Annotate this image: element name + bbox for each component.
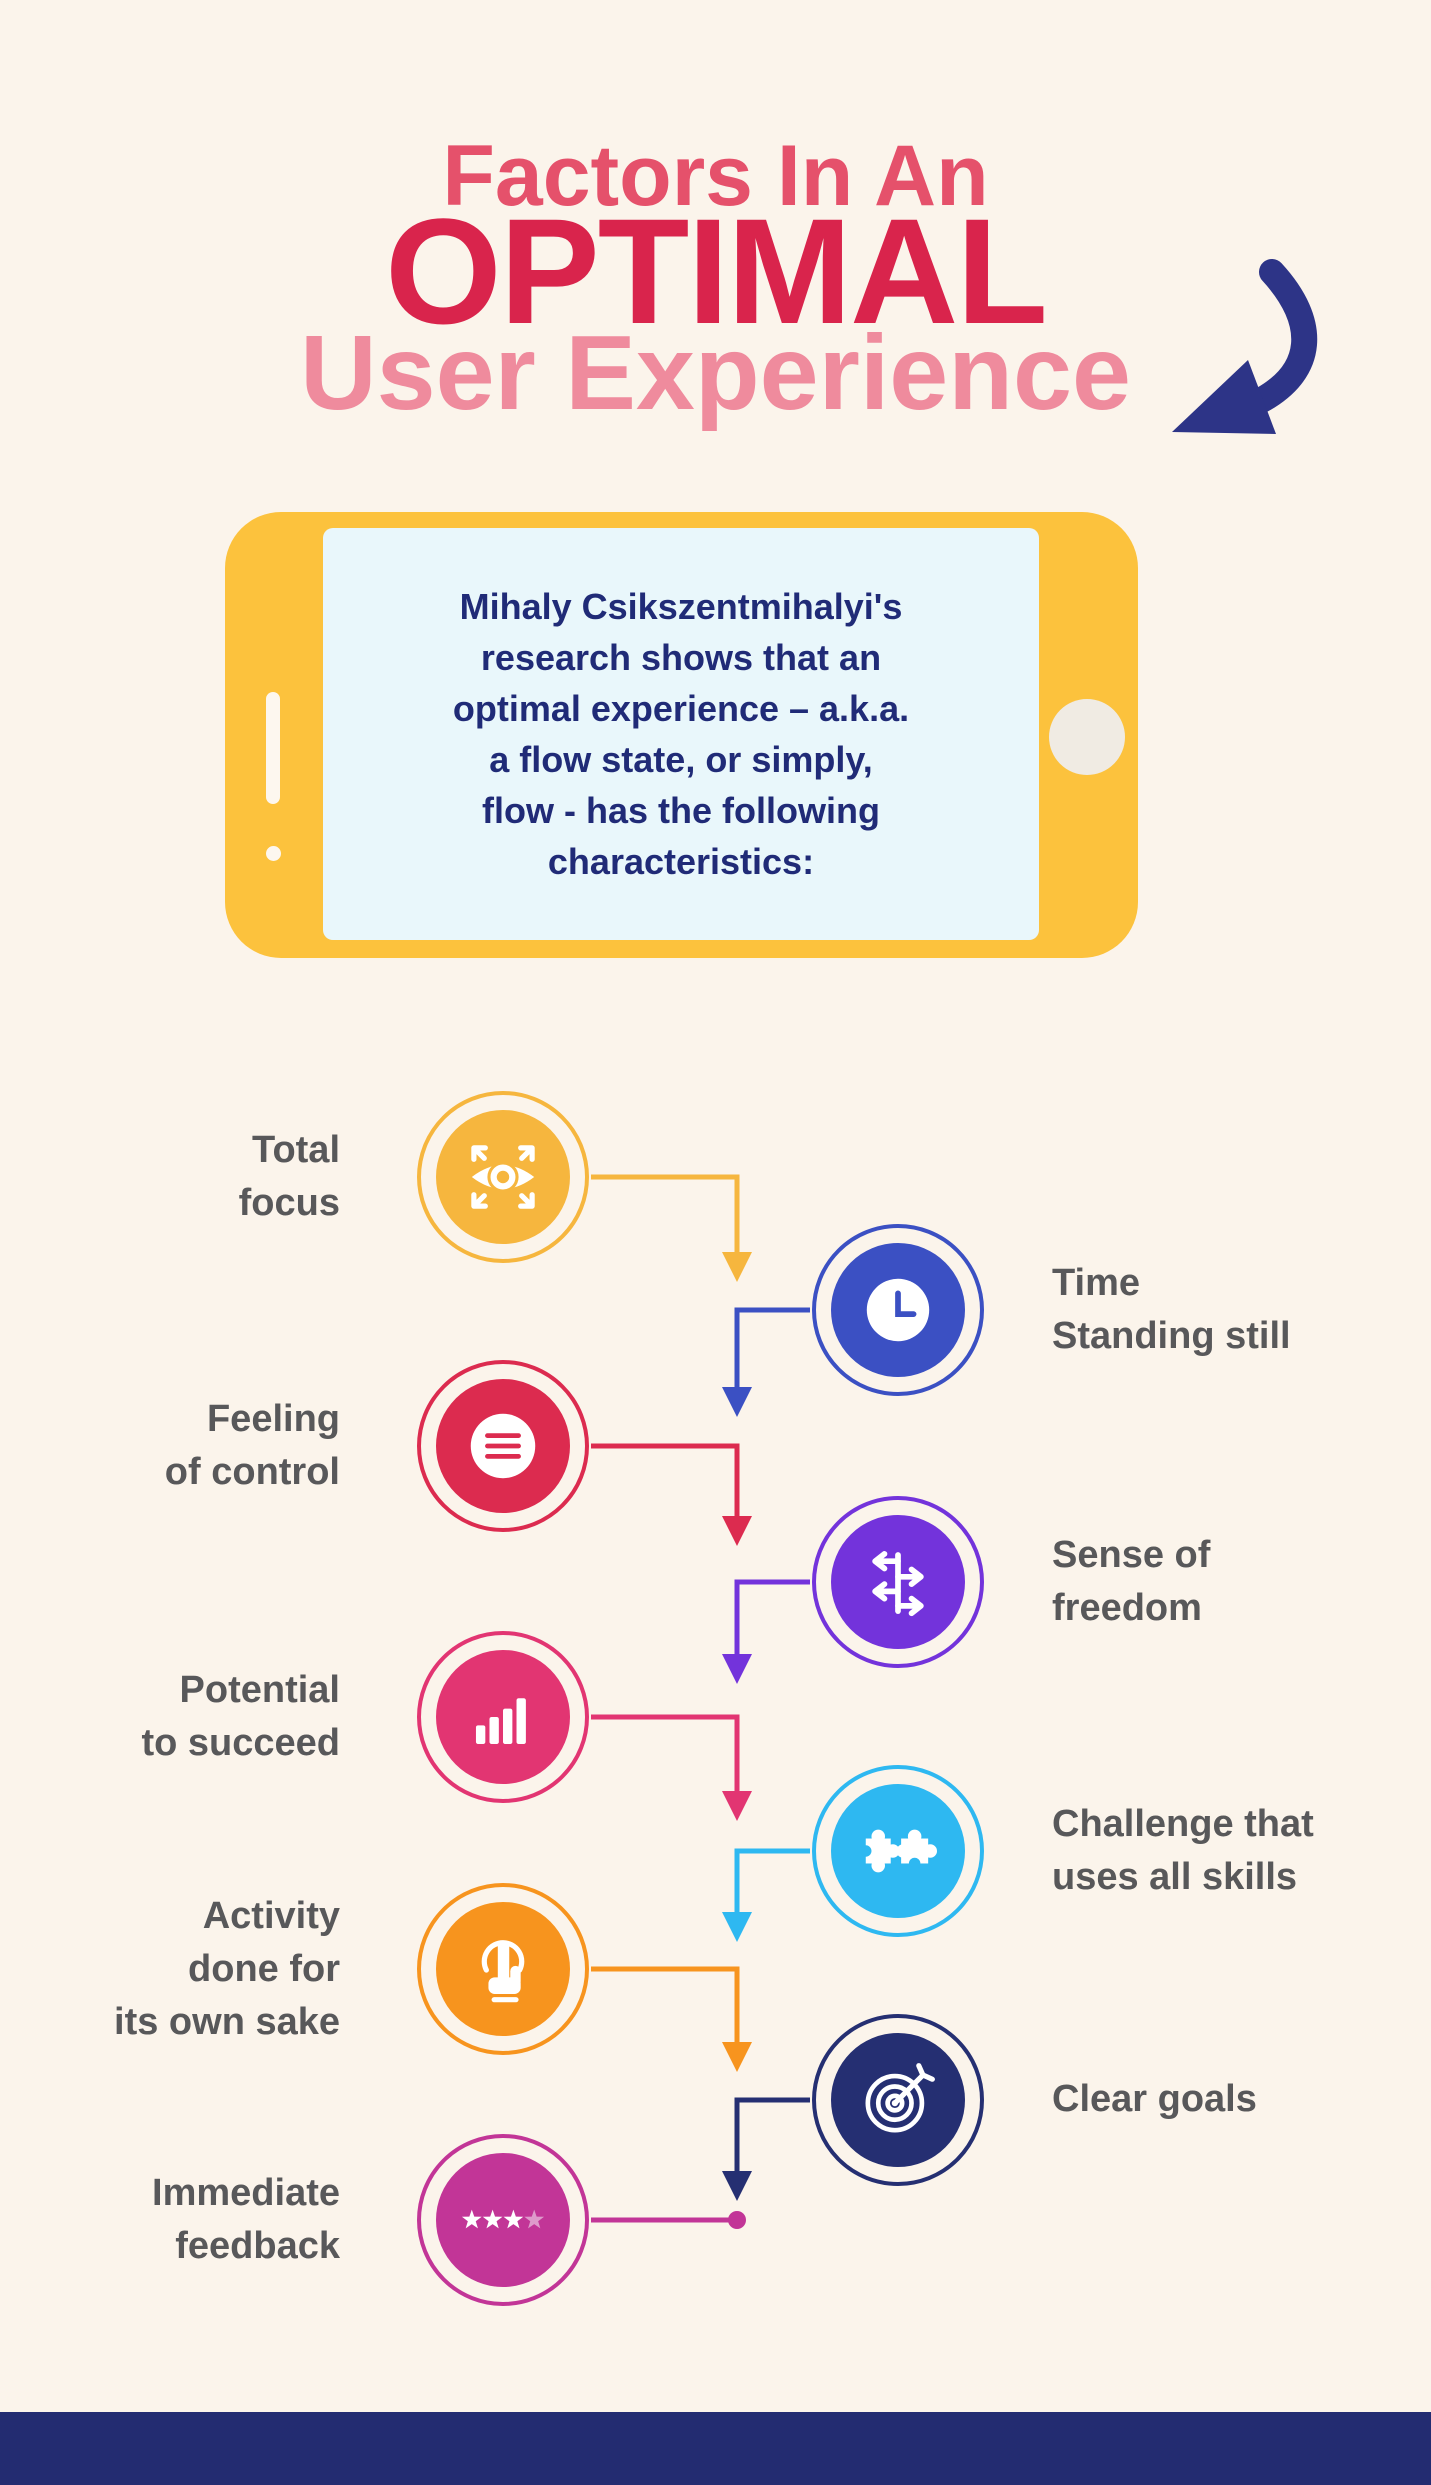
label-feeling-of-control: Feeling of control [164, 1398, 340, 1493]
phone-speaker-bar [266, 692, 280, 804]
title-line-3: User Experience [300, 314, 1131, 432]
menu-lines-icon [470, 1413, 536, 1479]
connector-clear-goals [722, 2097, 810, 2201]
label-clear-goals: Clear goals [1052, 2078, 1257, 2120]
phone-screen: Mihaly Csikszentmihalyi's research shows… [323, 528, 1039, 940]
title-line-1: Factors In An [442, 128, 989, 224]
label-sense-of-freedom: Sense of freedom [1052, 1534, 1211, 1629]
factor-circle-feeling-of-control [417, 1360, 589, 1532]
factor-circle-total-focus [417, 1091, 589, 1263]
label-challenge-skills: Challenge that uses all skills [1052, 1803, 1314, 1898]
tap-finger-icon [481, 1940, 525, 2003]
eye-expand-icon [471, 1145, 535, 1209]
label-time-standing-still: Time Standing still [1052, 1262, 1291, 1357]
factor-circle-activity-own-sake [417, 1883, 589, 2055]
phone-home-button [1049, 699, 1125, 775]
bar-chart-icon [475, 1698, 526, 1745]
label-potential-to-succeed: Potential to succeed [141, 1669, 340, 1764]
factor-circle-clear-goals [812, 2014, 984, 2186]
connector-feeling-of-control [591, 1443, 752, 1546]
connector-activity-own-sake [591, 1966, 752, 2072]
label-total-focus: Total focus [238, 1129, 340, 1224]
star-rating-icon [461, 2209, 545, 2229]
factor-circle-time-standing-still [812, 1224, 984, 1396]
connector-time-standing-still [722, 1307, 810, 1417]
page-title: OPTIMAL [385, 187, 1048, 355]
label-immediate-feedback: Immediate feedback [152, 2172, 340, 2267]
connector-total-focus [591, 1174, 752, 1282]
phone-screen-text: Mihaly Csikszentmihalyi's research shows… [452, 586, 910, 882]
connector-sense-of-freedom [722, 1579, 810, 1684]
label-activity-own-sake: Activity done for its own sake [114, 1895, 340, 2043]
factor-circle-challenge-skills [812, 1765, 984, 1937]
target-dart-icon [865, 2063, 935, 2133]
phone-camera-dot [266, 846, 281, 861]
factor-circle-potential-to-succeed [417, 1631, 589, 1803]
factor-circle-immediate-feedback [417, 2134, 589, 2306]
connector-challenge-skills [722, 1848, 810, 1942]
direction-arrows-icon [872, 1551, 924, 1617]
factor-circle-sense-of-freedom [812, 1496, 984, 1668]
connector-potential-to-succeed [591, 1714, 752, 1821]
footer-bar [0, 2412, 1431, 2485]
connector-immediate-feedback [591, 2211, 746, 2229]
puzzle-pieces-icon [860, 1829, 937, 1873]
clock-icon [866, 1278, 930, 1342]
